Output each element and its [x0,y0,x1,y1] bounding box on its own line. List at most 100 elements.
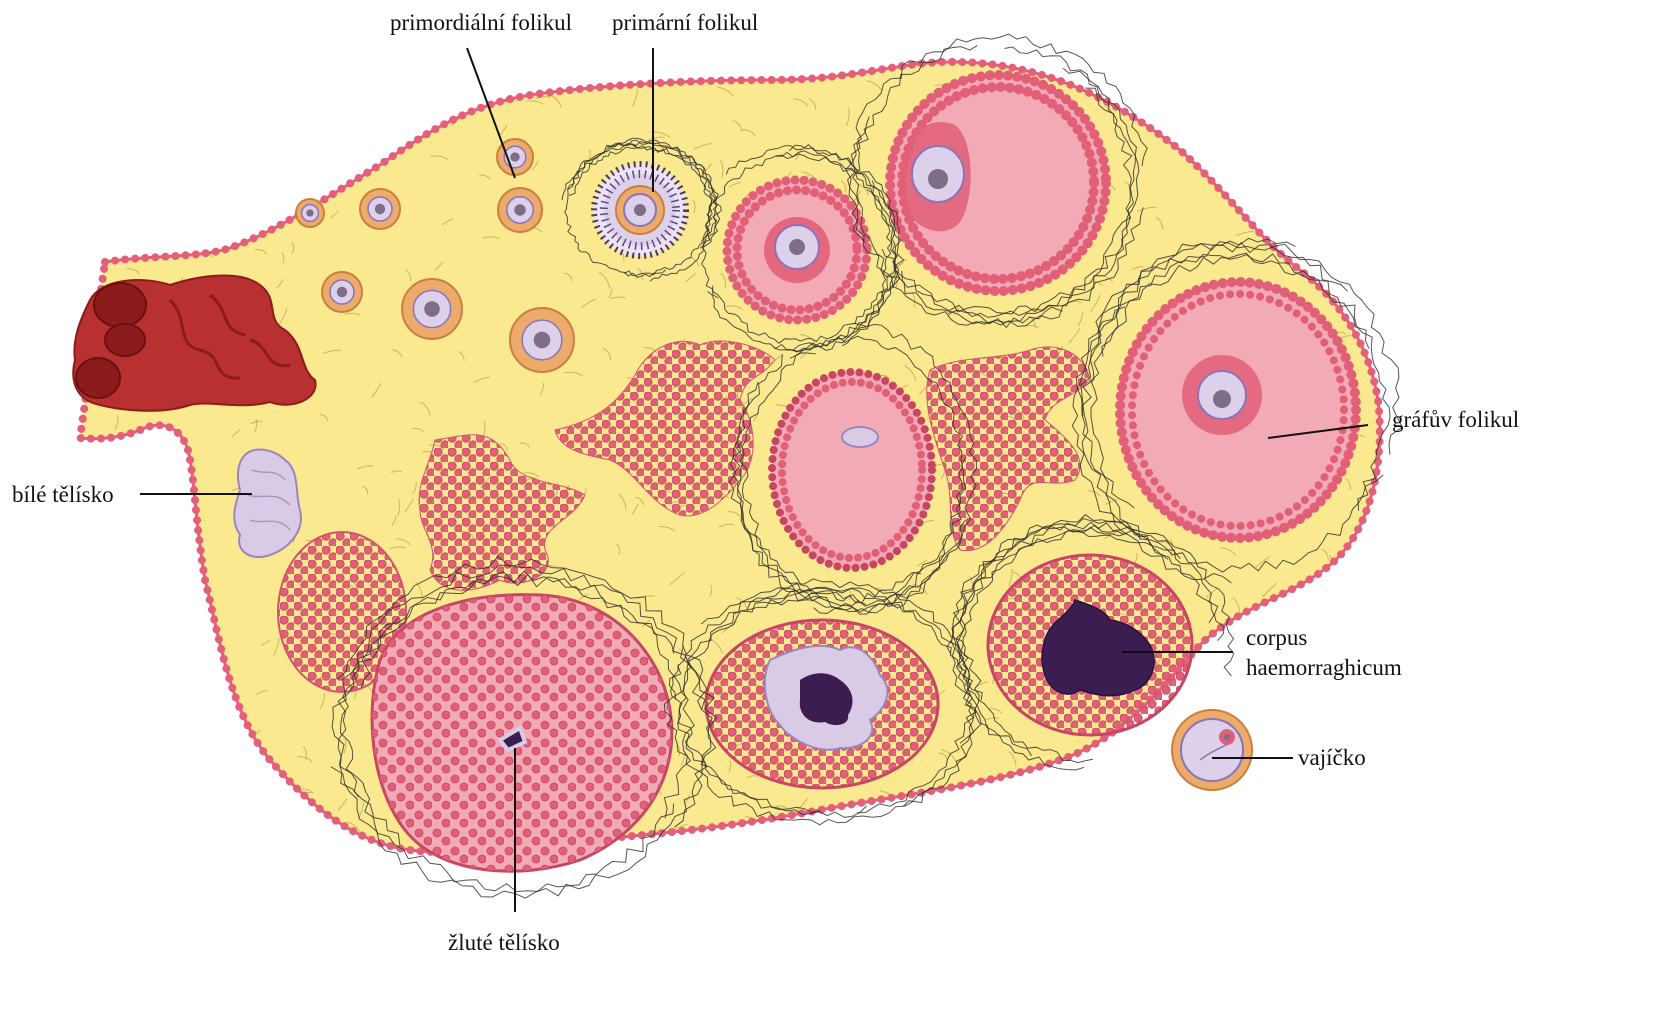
stroma-fiber [1328,200,1331,212]
stroma-fiber [921,803,937,808]
stroma-fiber [701,834,712,837]
stroma-fiber [115,541,119,553]
stroma-fiber [151,605,164,607]
stroma-fiber [104,525,116,536]
corpus-albicans [234,450,301,557]
stroma-fiber [1035,797,1053,800]
stroma-fiber [1359,801,1361,817]
stroma-fiber [313,118,332,122]
stroma-fiber [180,550,193,556]
stroma-fiber [964,809,974,823]
stroma-fiber [119,228,129,230]
stroma-fiber [1145,838,1154,846]
stroma-fiber [1106,819,1120,825]
small-follicle [360,189,400,229]
label-primordial-follicle: primordiální folikul [390,10,572,35]
secondary-follicle-center [772,372,932,568]
secondary-follicle [727,180,867,320]
stroma-fiber [213,191,225,197]
stroma-fiber [265,90,278,103]
stroma-fiber [1344,575,1346,589]
stroma-fiber [1300,689,1304,699]
stroma-fiber [1341,837,1348,845]
stroma-fiber [199,204,214,209]
stroma-fiber [127,760,129,771]
stroma-fiber [139,720,149,735]
stroma-fiber [1318,619,1330,628]
stroma-fiber [1169,815,1174,829]
stroma-fiber [933,819,943,826]
stroma-fiber [255,790,267,806]
stroma-fiber [134,451,144,458]
stroma-fiber [150,228,159,233]
stroma-fiber [1231,103,1241,114]
stroma-fiber [207,758,217,761]
stroma-fiber [1220,179,1231,183]
stroma-fiber [1350,104,1363,113]
stroma-fiber [131,199,141,213]
stroma-fiber [963,796,978,806]
stroma-fiber [110,455,112,465]
stroma-fiber [133,226,135,238]
stroma-fiber [323,108,333,111]
stroma-fiber [1287,82,1291,95]
stroma-fiber [1315,695,1327,698]
stroma-fiber [150,494,154,504]
stroma-fiber [1215,694,1222,703]
stroma-fiber [886,843,898,850]
stroma-fiber [105,663,119,666]
stroma-fiber [1228,810,1235,828]
stroma-fiber [294,93,310,104]
corpus-haemorrhagicum [988,555,1192,735]
stroma-fiber [174,82,185,87]
stroma-fiber [133,783,148,787]
stroma-fiber [193,125,199,139]
label-corpus-haemorrhagicum-2: haemorraghicum [1246,655,1402,680]
stroma-fiber [124,687,133,693]
stroma-fiber [1332,737,1350,739]
stroma-fiber [1149,838,1168,841]
stroma-fiber [182,235,193,240]
stroma-fiber [1344,84,1360,89]
stroma-fiber [1326,144,1335,150]
stroma-fiber [352,138,366,146]
stroma-fiber [182,636,197,642]
stroma-fiber [1193,701,1203,704]
label-corpus-albicans: bílé tělísko [12,482,114,507]
released-egg [1172,710,1252,790]
stroma-fiber [235,827,243,836]
stroma-fiber [116,468,123,478]
small-follicle [498,188,542,232]
stroma-fiber [1319,732,1330,737]
stroma-fiber [110,833,115,845]
stroma-fiber [1252,696,1266,699]
small-follicle [402,279,462,339]
small-follicle [510,308,574,372]
stroma-fiber [336,81,353,83]
corpus-luteum-middle [706,620,938,788]
stroma-fiber [1181,103,1200,106]
small-follicle [322,272,362,312]
stroma-fiber [198,672,203,682]
label-primary-follicle: primární folikul [612,10,758,35]
stroma-fiber [1368,249,1372,263]
stroma-fiber [922,850,936,857]
stroma-fiber [1298,769,1304,787]
stroma-fiber [216,821,230,827]
stroma-fiber [153,685,164,687]
stroma-fiber [789,842,797,859]
stroma-fiber [206,164,215,170]
stroma-fiber [1274,119,1279,131]
stroma-fiber [1348,625,1356,636]
stroma-fiber [1221,116,1227,126]
stroma-fiber [264,784,275,799]
stroma-fiber [216,699,223,714]
stroma-fiber [1355,87,1367,99]
stroma-fiber [1338,217,1347,221]
corpus-luteum [372,595,672,871]
stroma-fiber [1278,128,1295,130]
antral-follicle [890,75,1106,291]
stroma-fiber [1266,102,1272,113]
label-graafian-follicle: gráfův folikul [1392,407,1519,432]
